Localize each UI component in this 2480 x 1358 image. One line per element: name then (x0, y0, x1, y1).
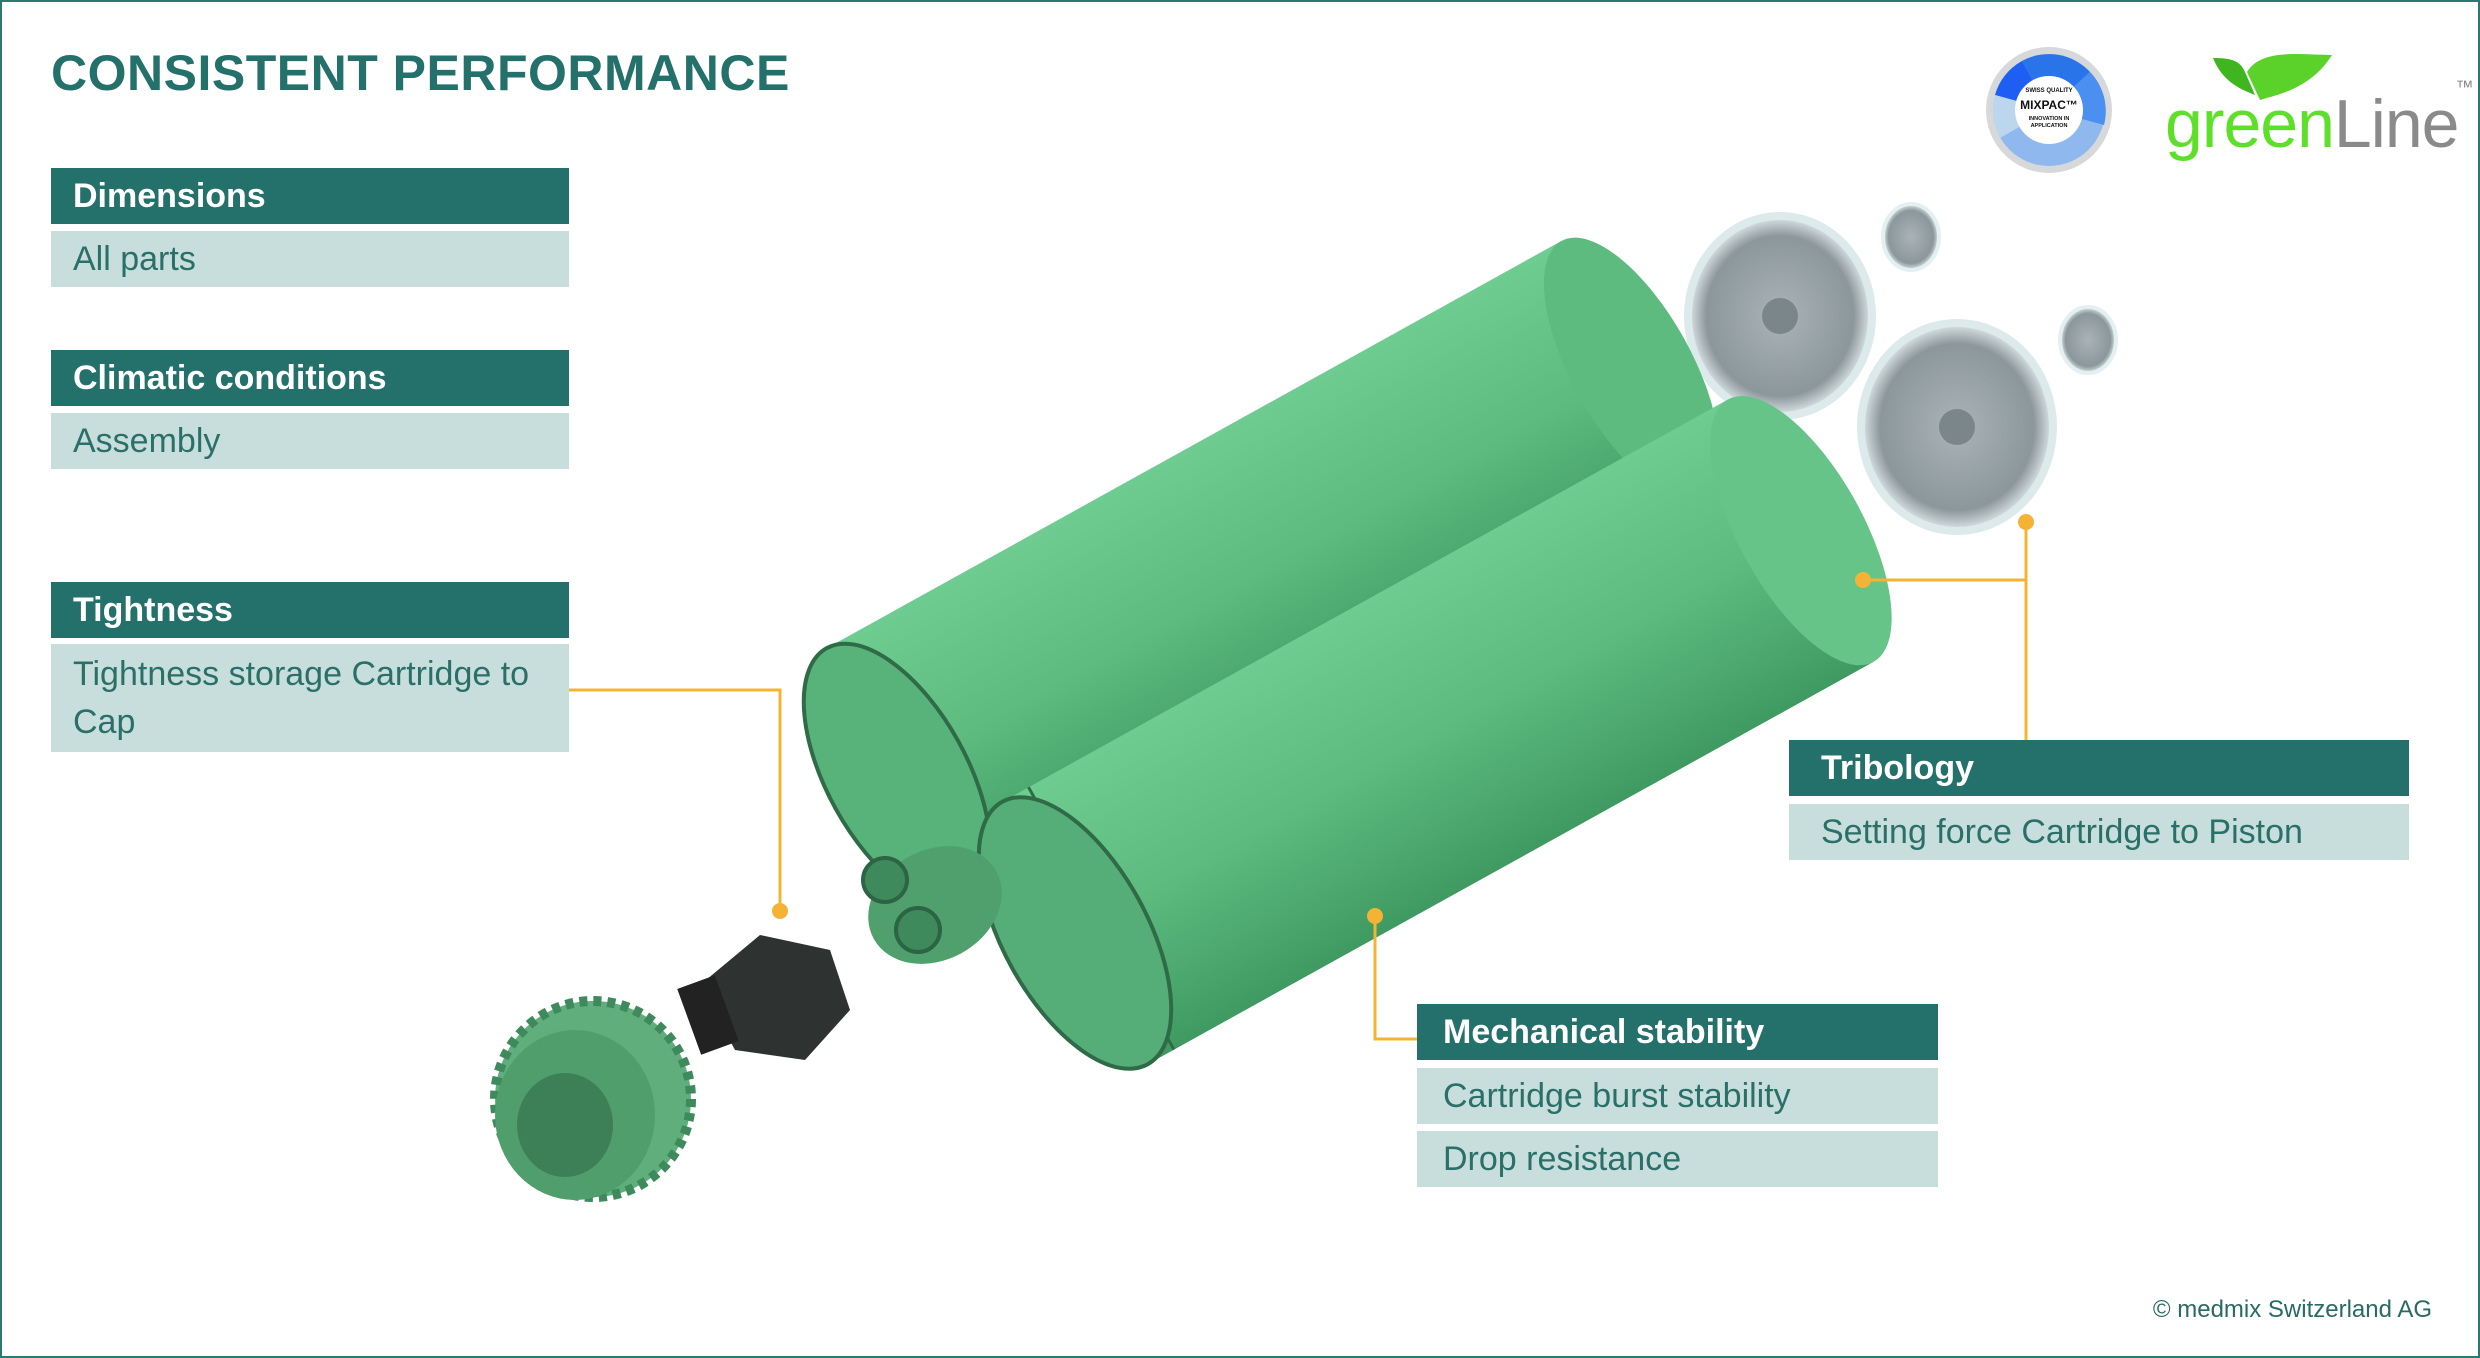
callout-dot-tribology-cartridge (1855, 572, 1871, 588)
copyright: © medmix Switzerland AG (2152, 1296, 2432, 1323)
page-title: CONSISTENT PERFORMANCE (51, 45, 790, 101)
greenline-grey-text: Line (2333, 86, 2460, 162)
leaf-icon (2213, 54, 2332, 100)
tribology-header: Tribology (1789, 740, 2409, 796)
svg-text:MIXPAC™: MIXPAC™ (2020, 98, 2078, 112)
mechanical-stability-item-drop: Drop resistance (1417, 1131, 1938, 1187)
piston-small-front (2058, 305, 2118, 375)
callout-mechanical (1373, 916, 1417, 1041)
climatic-conditions-item: Assembly (51, 413, 569, 469)
piston-large-front (1857, 319, 2057, 535)
mechanical-stability-item-burst: Cartridge burst stability (1417, 1068, 1938, 1124)
climatic-conditions-header: Climatic conditions (51, 350, 569, 406)
greenline-green-text: green (2165, 86, 2335, 162)
gear-cap (490, 996, 696, 1202)
piston-large-back (1684, 212, 1876, 420)
svg-text:INNOVATION IN: INNOVATION IN (2029, 116, 2070, 122)
dimensions-item: All parts (51, 231, 569, 287)
piston-small-back (1881, 202, 1941, 272)
svg-text:SWISS QUALITY: SWISS QUALITY (2025, 88, 2072, 94)
mixpac-logo: SWISS QUALITY MIXPAC™ INNOVATION IN APPL… (1986, 47, 2112, 173)
callout-dot-tribology-piston (2018, 514, 2034, 530)
mechanical-stability-header: Mechanical stability (1417, 1004, 1938, 1060)
black-connector (677, 935, 850, 1060)
cartridge-outlet (861, 846, 1002, 964)
cartridge-cylinder-front (976, 396, 1892, 1071)
callout-tightness (568, 688, 782, 911)
tightness-item: Tightness storage Cartridge to Cap (51, 644, 569, 752)
tribology-item: Setting force Cartridge to Piston (1789, 804, 2409, 860)
dimensions-header: Dimensions (51, 168, 569, 224)
svg-text:APPLICATION: APPLICATION (2031, 123, 2068, 129)
callout-dot-tightness (772, 903, 788, 919)
trademark: ™ (2455, 77, 2473, 97)
callout-dot-mechanical (1367, 908, 1383, 924)
callout-lines (568, 522, 2028, 1041)
tightness-header: Tightness (51, 582, 569, 638)
